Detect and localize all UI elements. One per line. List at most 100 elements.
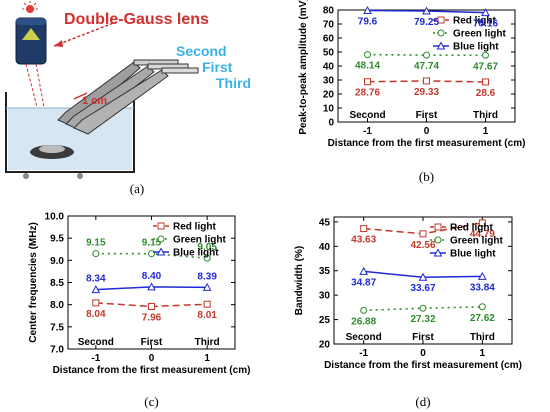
lens-label: Double-Gauss lens [64, 11, 209, 28]
panel-letter: (d) [415, 394, 430, 409]
arrow-icon [54, 40, 63, 47]
data-label: 27.62 [470, 313, 495, 324]
illustration-panel: 1 cm Double-Gauss lens Second First Thir… [5, 1, 251, 196]
position-label: Second [346, 332, 382, 343]
panel-letter-a: (a) [130, 181, 144, 196]
legend-label: Green light [453, 29, 506, 40]
x-axis-label: Distance from the first measurement (cm) [324, 360, 522, 371]
distance-label: 1 cm [82, 95, 107, 107]
data-label: 8.04 [86, 309, 106, 320]
y-axis-label: Bandwidth (%) [294, 246, 305, 315]
lens-pointer [53, 21, 117, 47]
x-tick-label: -1 [91, 353, 100, 364]
legend-marker [434, 236, 442, 244]
y-tick-label: 80 [323, 6, 335, 17]
data-label: 8.40 [142, 271, 162, 282]
legend-marker [434, 223, 442, 231]
position-label: Second [349, 110, 385, 121]
data-label: 47.67 [473, 61, 498, 72]
data-label: 48.14 [355, 61, 380, 72]
position-label: Third [473, 110, 498, 121]
legend-marker [437, 29, 445, 37]
data-point [478, 303, 486, 311]
data-label: 34.87 [351, 277, 376, 288]
data-label: 42.56 [410, 240, 435, 251]
data-point [481, 8, 490, 17]
data-label: 29.33 [414, 87, 439, 98]
data-label: 78.16 [473, 19, 498, 30]
y-tick-label: 40 [323, 62, 335, 73]
data-point [364, 78, 371, 86]
bandwidth-chart: 202530354045-1Second0First1ThirdDistance… [294, 216, 522, 409]
x-tick-label: 0 [424, 126, 430, 137]
second-position-label: Second [176, 43, 227, 59]
y-tick-label: 50 [323, 48, 335, 59]
panel-letter: (c) [144, 394, 158, 409]
data-label: 8.01 [197, 310, 217, 321]
x-tick-label: -1 [359, 348, 368, 359]
data-label: 79.25 [414, 17, 439, 28]
x-tick-label: 1 [204, 353, 210, 364]
data-point [148, 302, 155, 310]
data-point [418, 272, 428, 281]
amplitude-chart: 01020304050607080-1Second0First1ThirdDis… [298, 0, 525, 184]
data-label: 7.96 [142, 312, 162, 323]
data-label: 27.32 [410, 314, 435, 325]
x-tick-label: -1 [363, 126, 372, 137]
data-point [364, 51, 371, 59]
y-tick-label: 20 [319, 340, 331, 351]
data-point [423, 77, 430, 85]
position-label: Third [195, 337, 220, 348]
legend-marker [437, 16, 445, 24]
data-point [92, 299, 100, 307]
legend-label: Blue light [450, 249, 496, 260]
legend-marker [436, 41, 446, 50]
y-tick-label: 25 [319, 315, 331, 326]
legend-label: Red light [173, 222, 216, 233]
data-label: 33.67 [410, 283, 435, 294]
legend-label: Blue light [453, 42, 499, 53]
legend-label: Green light [173, 235, 226, 246]
data-point [477, 271, 487, 280]
data-label: 9.05 [197, 242, 217, 253]
y-tick-label: 45 [319, 217, 331, 228]
data-point [359, 266, 369, 275]
x-tick-label: 0 [420, 348, 426, 359]
y-tick-label: 40 [319, 242, 331, 253]
x-tick-label: 1 [480, 348, 486, 359]
legend-label: Blue light [173, 248, 219, 259]
data-point [360, 225, 368, 233]
panel-letter: (b) [419, 169, 434, 184]
data-label: 28.76 [355, 88, 380, 99]
legend-label: Green light [450, 236, 503, 247]
spacing-marker [73, 92, 88, 100]
series-line [363, 305, 483, 312]
data-label: 9.15 [86, 238, 106, 249]
data-label: 43.63 [351, 235, 376, 246]
center-frequency-chart: 7.07.58.08.59.09.510.0-1Second0First1Thi… [28, 212, 250, 410]
data-label: 26.88 [351, 316, 376, 327]
y-tick-label: 7.5 [50, 322, 64, 333]
y-tick-label: 7.0 [50, 345, 64, 356]
y-tick-label: 8.0 [50, 300, 64, 311]
data-point [91, 285, 101, 294]
data-label: 28.6 [476, 88, 496, 99]
data-label: 44.79 [470, 229, 495, 240]
third-position-label: Third [216, 75, 251, 91]
data-point [419, 230, 427, 238]
x-tick-label: 1 [483, 126, 489, 137]
y-tick-label: 20 [323, 90, 335, 101]
first-position-label: First [202, 59, 233, 75]
data-label: 33.84 [470, 282, 495, 293]
position-label: Third [470, 332, 495, 343]
y-tick-label: 10.0 [45, 212, 65, 223]
data-point [423, 51, 430, 59]
legend-label: Red light [450, 223, 493, 234]
data-point [478, 219, 486, 227]
light-source-icon [15, 1, 47, 65]
data-point [482, 51, 489, 59]
x-axis-label: Distance from the first measurement (cm) [53, 365, 251, 376]
legend-marker [157, 235, 165, 243]
legend-marker [156, 247, 166, 256]
